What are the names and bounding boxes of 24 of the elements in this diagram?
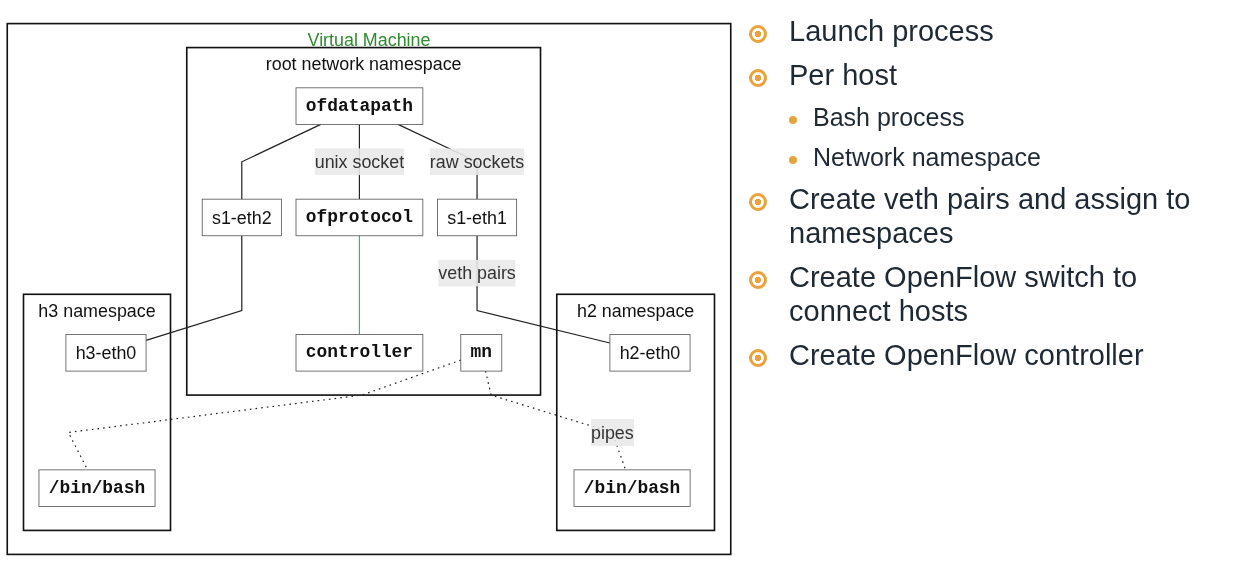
connector <box>241 123 322 200</box>
node-box: ofprotocol <box>295 198 424 237</box>
node-box: mn <box>460 334 503 372</box>
edge-label: veth pairs <box>438 262 516 284</box>
bullet-text: Bash process <box>813 102 965 132</box>
node-box: h3-eth0 <box>65 334 147 372</box>
bullet-text: Per host <box>789 58 897 92</box>
edge-label: raw sockets <box>429 151 525 172</box>
bullet-text: Create OpenFlow controller <box>789 338 1144 372</box>
bullet-text: Network namespace <box>813 142 1041 172</box>
node-box: controller <box>295 334 424 372</box>
connector <box>358 235 361 336</box>
node-box: s1-eth1 <box>437 198 518 237</box>
bullet-text: Launch process <box>789 14 994 48</box>
bullet-text: Create OpenFlow switch to connect hosts <box>789 260 1139 328</box>
node-box: ofdatapath <box>295 87 424 125</box>
bullet-text: Create veth pairs and assign to namespaces <box>789 182 1192 250</box>
node-box: s1-eth2 <box>201 198 282 237</box>
node-box: /bin/bash <box>573 469 691 507</box>
node-box: /bin/bash <box>38 469 156 507</box>
edge-label: unix socket <box>314 151 405 172</box>
edge-label: pipes <box>590 422 634 443</box>
node-box: h2-eth0 <box>609 334 691 372</box>
connector <box>145 235 243 341</box>
